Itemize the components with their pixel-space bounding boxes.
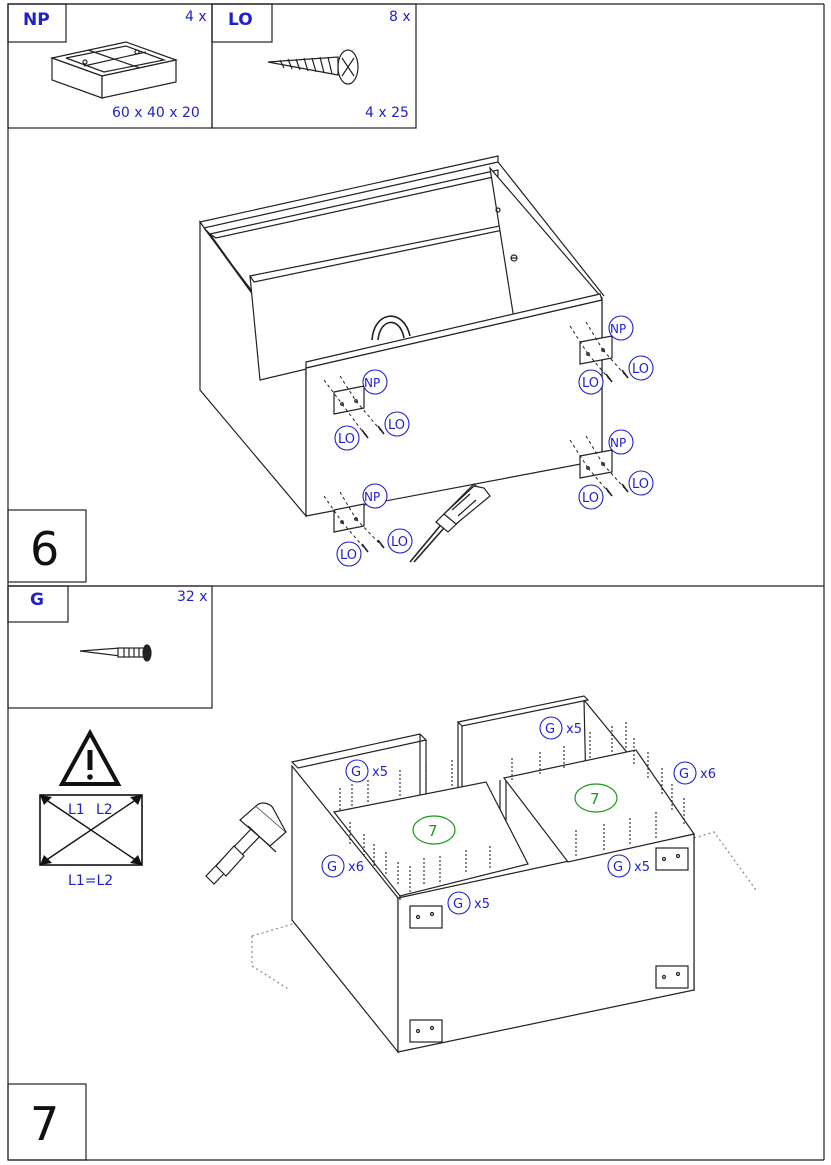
label-l2: L2 bbox=[96, 802, 113, 818]
svg-text:G: G bbox=[545, 722, 555, 737]
label-np: NP bbox=[610, 436, 626, 450]
corner-block bbox=[655, 965, 689, 989]
svg-text:x6: x6 bbox=[348, 860, 364, 875]
label-lo: LO bbox=[582, 491, 599, 506]
part-qty-np: 4 x bbox=[185, 9, 207, 25]
svg-text:x5: x5 bbox=[634, 860, 650, 875]
svg-text:x6: x6 bbox=[700, 767, 716, 782]
nail-marks-right-panel bbox=[511, 722, 685, 856]
drawer-illustration-step6 bbox=[199, 155, 605, 518]
nail-callout-bottom-right: G x5 bbox=[607, 854, 650, 878]
part-box-lo: LO 8 x 4 x 25 bbox=[211, 3, 417, 129]
nail-callout-top-left: G x5 bbox=[345, 759, 388, 783]
panel-label-7-right: 7 bbox=[590, 790, 600, 808]
svg-text:G: G bbox=[351, 765, 361, 780]
step-7-number-box: 7 bbox=[7, 1083, 87, 1161]
block-assembly-3: NP LO LO bbox=[569, 315, 654, 395]
panel-label-7-left: 7 bbox=[428, 822, 438, 840]
block-assembly-4: NP LO LO bbox=[569, 429, 654, 510]
label-lo: LO bbox=[632, 477, 649, 492]
corner-block bbox=[409, 1019, 443, 1043]
part-qty-lo: 8 x bbox=[389, 9, 411, 25]
hammer-icon bbox=[205, 802, 287, 885]
nail-callout-left: G x6 bbox=[321, 854, 364, 878]
part-size-lo: 4 x 25 bbox=[365, 105, 409, 121]
part-box-g: G 32 x bbox=[7, 585, 213, 709]
warning-triangle-icon bbox=[58, 728, 122, 786]
screwdriver-icon bbox=[409, 483, 491, 563]
nail-callout-top-right: G x5 bbox=[539, 716, 582, 740]
svg-text:x5: x5 bbox=[372, 765, 388, 780]
part-code-lo: LO bbox=[228, 10, 253, 30]
part-code-g: G bbox=[30, 590, 44, 610]
svg-text:G: G bbox=[679, 767, 689, 782]
label-np: NP bbox=[364, 376, 380, 390]
svg-text:G: G bbox=[613, 860, 623, 875]
nail-callout-bottom: G x5 bbox=[447, 891, 490, 915]
corner-block bbox=[655, 847, 689, 871]
nail-marks-left-panel bbox=[339, 760, 491, 892]
label-np: NP bbox=[364, 490, 380, 504]
label-lo: LO bbox=[340, 548, 357, 563]
svg-text:x5: x5 bbox=[566, 722, 582, 737]
step-7-number: 7 bbox=[30, 1097, 59, 1151]
nail-callout-right: G x6 bbox=[673, 761, 716, 785]
block-assembly-2: NP LO LO bbox=[323, 483, 413, 567]
wooden-block-icon bbox=[49, 41, 179, 99]
label-lo: LO bbox=[582, 376, 599, 391]
part-code-np: NP bbox=[23, 10, 50, 30]
svg-text:G: G bbox=[453, 897, 463, 912]
step-6-number-box: 6 bbox=[7, 509, 87, 583]
label-l1: L1 bbox=[68, 802, 85, 818]
svg-text:x5: x5 bbox=[474, 897, 490, 912]
step-6-number: 6 bbox=[30, 522, 59, 576]
label-lo: LO bbox=[388, 418, 405, 433]
block-assembly-1: NP LO LO bbox=[323, 369, 410, 451]
screw-icon bbox=[267, 49, 359, 85]
part-size-np: 60 x 40 x 20 bbox=[112, 105, 200, 121]
label-l1-equals-l2: L1=L2 bbox=[68, 873, 113, 889]
diagonal-check-diagram: L1 L2 L1=L2 bbox=[39, 794, 143, 889]
svg-text:G: G bbox=[327, 860, 337, 875]
part-box-np: NP 4 x 60 x 40 x 20 bbox=[7, 3, 213, 129]
label-lo: LO bbox=[338, 432, 355, 447]
label-lo: LO bbox=[391, 535, 408, 550]
nail-icon bbox=[79, 644, 152, 662]
corner-block bbox=[409, 905, 443, 929]
label-lo: LO bbox=[632, 362, 649, 377]
label-np: NP bbox=[610, 322, 626, 336]
drawer-illustration-step7: 7 7 bbox=[251, 695, 757, 1054]
part-qty-g: 32 x bbox=[177, 589, 208, 605]
